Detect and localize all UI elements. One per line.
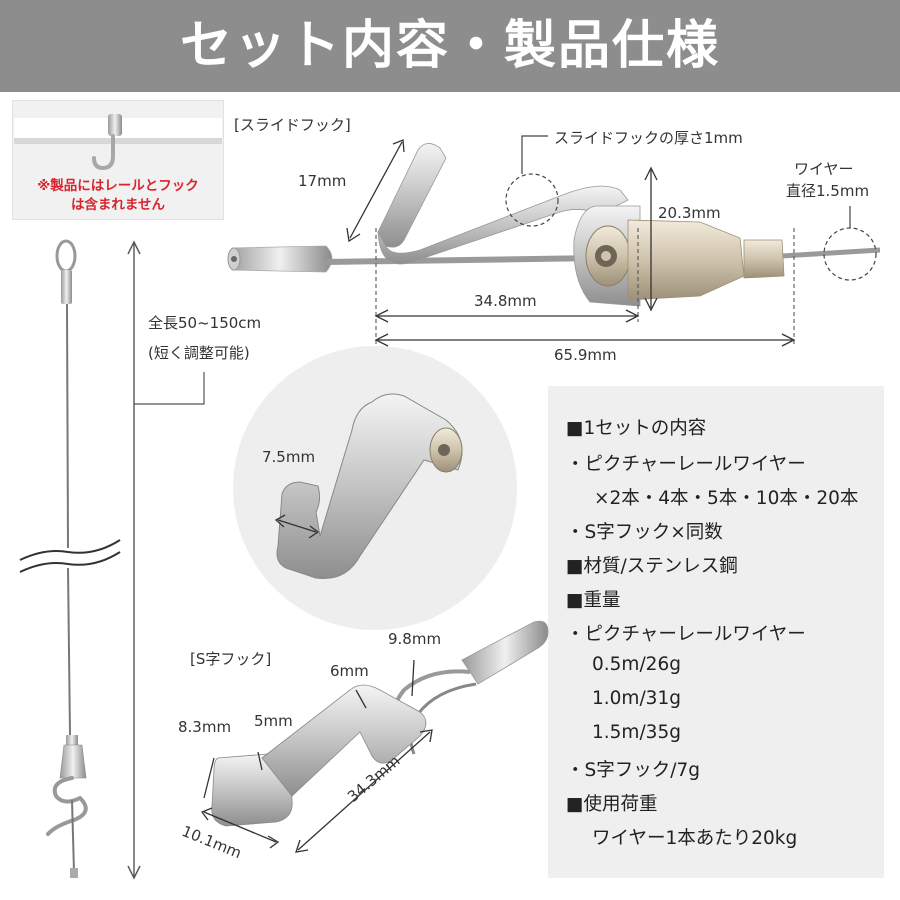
zoom-circle [233,346,517,630]
spec-line-wire: ・ピクチャーレールワイヤー [566,454,806,475]
dim-17mm: 17mm [298,172,347,190]
rail-note: ※製品にはレールとフック は含まれません [12,177,224,215]
spec-panel [548,386,884,878]
rail-note-line1: ※製品にはレールとフック [37,178,199,194]
dim-20-3mm: 20.3mm [658,204,721,222]
dim-34-8mm: 34.8mm [474,292,537,310]
spec-line-weight: ■重量 [566,590,621,611]
dim-65-9mm: 65.9mm [554,346,617,364]
s-hook-label: [S字フック] [190,650,272,668]
dim-5mm: 5mm [254,712,293,730]
thickness-label: スライドフックの厚さ1mm [554,129,743,147]
rail-thumbnail-drawing [14,114,222,171]
slide-hook-drawing [227,135,881,347]
spec-line-set-contents: ■1セットの内容 [566,418,707,439]
header-banner [0,0,900,92]
rail-note-line2: は含まれません [70,197,166,213]
s-hook-drawing [200,620,549,853]
wire-diameter-label: 直径1.5mm [786,182,870,200]
dim-6mm: 6mm [330,662,369,680]
dim-7-5mm: 7.5mm [262,448,316,466]
spec-line-load: ■使用荷重 [566,794,658,815]
spec-line-wire-weight: ・ピクチャーレールワイヤー [566,624,806,645]
spec-line-weight-10: 1.0m/31g [592,688,681,709]
slide-hook-label: [スライドフック] [234,116,351,134]
dim-8-3mm: 8.3mm [178,718,232,736]
spec-line-s-hook-weight: ・S字フック/7g [566,760,700,781]
full-wire-drawing [19,239,121,878]
spec-line-quantities: ×2本・4本・5本・10本・20本 [594,488,859,509]
page-title: セット内容・製品仕様 [179,16,720,76]
dim-9-8mm: 9.8mm [388,630,442,648]
spec-line-weight-15: 1.5m/35g [592,722,681,743]
wire-label: ワイヤー [794,160,854,178]
spec-line-material: ■材質/ステンレス鋼 [566,556,738,577]
spec-line-weight-05: 0.5m/26g [592,654,681,675]
length-arrow [127,240,205,880]
adjustable-label: (短く調整可能) [148,344,250,362]
spec-line-load-value: ワイヤー1本あたり20kg [592,828,798,849]
total-length-label: 全長50~150cm [148,314,262,332]
spec-line-s-hook: ・S字フック×同数 [566,522,723,543]
